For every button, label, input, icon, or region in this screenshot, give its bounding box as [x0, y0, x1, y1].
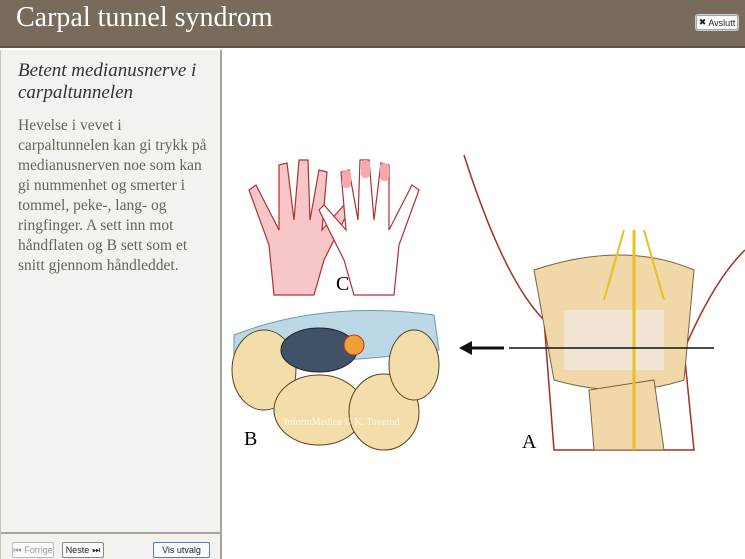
hands-illustration-c: C [248, 159, 420, 296]
content-area: C B InformMedica © K. Toverud A [224, 50, 745, 559]
section-text: Hevelse i vevet i carpaltunnelen kan gi … [18, 117, 207, 274]
skip-back-icon: ⏮ [13, 544, 22, 555]
quit-label: Avslutt [708, 17, 736, 28]
sidebar: Betent medianusnerve i carpaltunnelen He… [0, 50, 222, 559]
quit-button[interactable]: ✖Avslutt [696, 15, 738, 30]
carpal-tunnel-illustration: C B InformMedica © K. Toverud A [231, 154, 745, 453]
label-b: B [244, 428, 257, 450]
cross-section-b: B InformMedica © K. Toverud [231, 310, 440, 451]
close-icon: ✖ [698, 17, 707, 27]
arrow-icon [459, 341, 504, 355]
show-selection-button[interactable]: Vis utvalg [153, 542, 210, 558]
next-label: Neste [65, 545, 90, 555]
next-button[interactable]: Neste⏭ [62, 542, 104, 558]
skip-forward-icon: ⏭ [92, 544, 101, 555]
navigation-bar: ⏮Forrige Neste⏭ Vis utvalg [1, 532, 221, 559]
previous-button[interactable]: ⏮Forrige [12, 542, 54, 558]
header-bar: Carpal tunnel syndrom ✖Avslutt [0, 0, 745, 48]
label-c: C [336, 273, 349, 295]
section-heading: Betent medianusnerve i carpaltunnelen [18, 60, 197, 103]
previous-label: Forrige [24, 545, 53, 555]
wrist-illustration-a: A [463, 154, 745, 453]
label-a: A [522, 431, 537, 453]
page-title: Carpal tunnel syndrom [16, 2, 273, 33]
watermark: InformMedica © K. Toverud [284, 417, 400, 428]
